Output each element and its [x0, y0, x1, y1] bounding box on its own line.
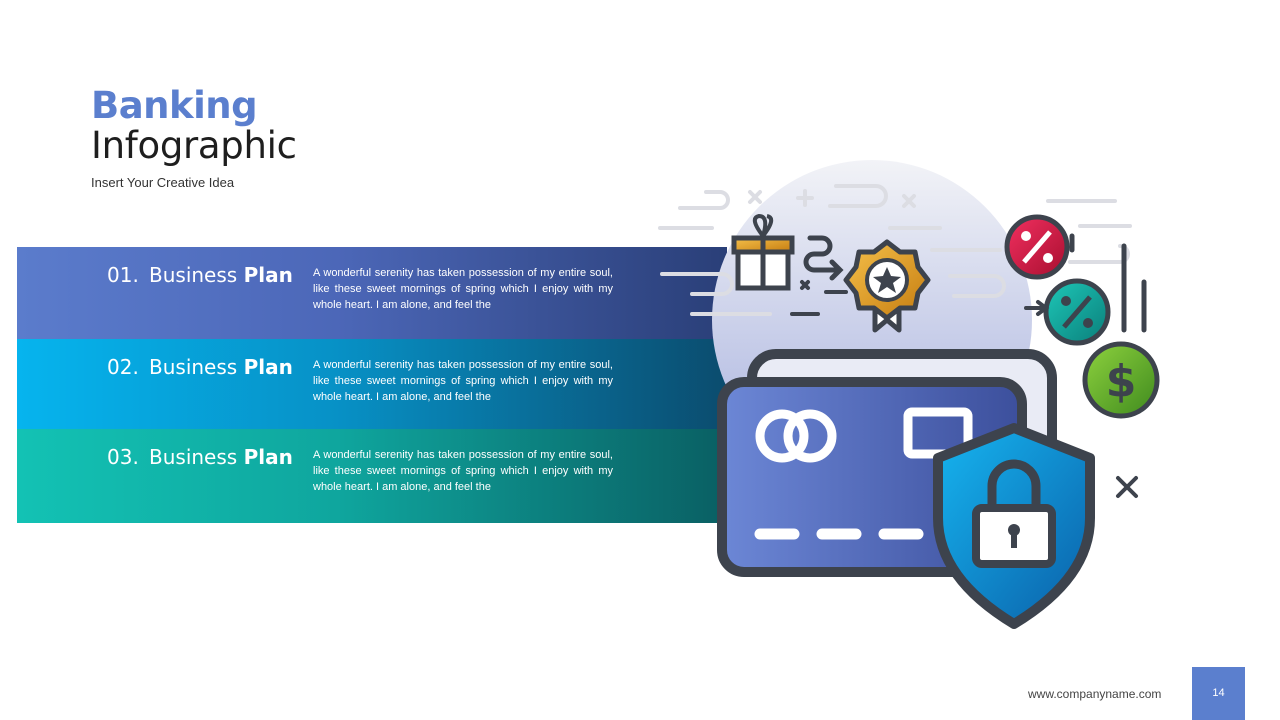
item-description: A wonderful serenity has taken possessio…: [313, 359, 613, 403]
sparkle-icon: [1116, 476, 1138, 498]
title-line-2: Infographic: [91, 124, 297, 167]
shield-lock-icon: [933, 423, 1095, 629]
item-band-3: 03. Business Plan A wonderful serenity h…: [17, 429, 727, 523]
footer-url[interactable]: www.companyname.com: [1028, 687, 1162, 701]
svg-text:$: $: [1106, 356, 1137, 407]
page-number-box: 14: [1192, 667, 1245, 720]
item-band-2: 02. Business Plan A wonderful serenity h…: [17, 339, 727, 435]
item-number: 03.: [107, 445, 139, 469]
dollar-coin-icon: $: [1082, 341, 1160, 419]
arrow-icon: [803, 235, 839, 273]
sparkle-icons: [748, 189, 916, 208]
item-number: 01.: [107, 263, 139, 287]
item-number: 02.: [107, 355, 139, 379]
page-number: 14: [1212, 687, 1225, 699]
item-description: A wonderful serenity has taken possessio…: [313, 267, 613, 311]
medal-icon: [843, 239, 931, 333]
item-description: A wonderful serenity has taken possessio…: [313, 449, 613, 493]
item-band-1: 01. Business Plan A wonderful serenity h…: [17, 247, 727, 345]
item-heading: Business Plan: [149, 263, 293, 287]
percent-coin-icon: [1004, 214, 1075, 280]
banking-illustration: $: [658, 160, 1160, 629]
item-heading: Business Plan: [149, 445, 293, 469]
item-heading: Business Plan: [149, 355, 293, 379]
percent-coin-icon: [1043, 278, 1111, 346]
gift-icon: [731, 213, 795, 291]
subtitle: Insert Your Creative Idea: [91, 175, 235, 190]
title-line-1: Banking: [91, 84, 258, 127]
